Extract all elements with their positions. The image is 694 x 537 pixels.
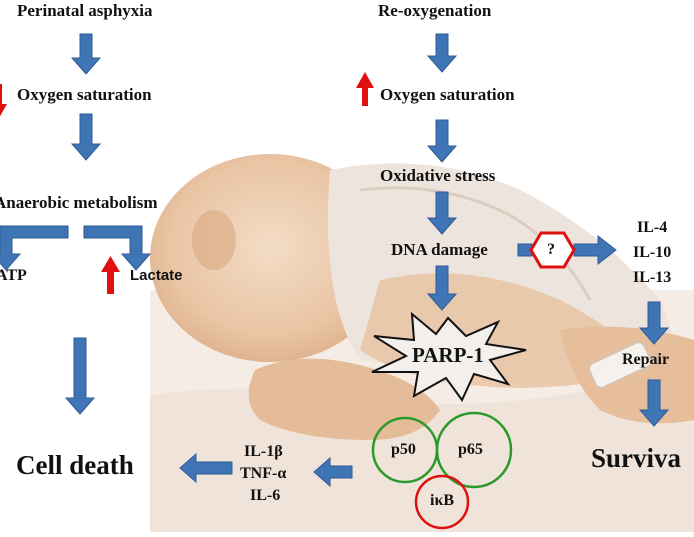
arrow-down-asphyxia xyxy=(70,33,102,75)
label-ikb: iκB xyxy=(430,492,454,509)
arrow-cytokines-to-cell-death xyxy=(179,452,233,484)
red-indicator-arrows xyxy=(0,72,374,294)
arrow-nfkb-to-cytokines xyxy=(313,456,353,488)
label-cell-death: Cell death xyxy=(16,450,134,480)
arrow-down-reoxygenation xyxy=(426,33,458,73)
label-lactate: Lactate xyxy=(130,267,183,284)
label-oxygen-saturation-left: Oxygen saturation xyxy=(17,85,152,104)
label-anaerobic-metabolism: Anaerobic metabolism xyxy=(0,193,158,212)
flow-arrows xyxy=(0,33,670,488)
label-atp: ATP xyxy=(0,267,27,284)
label-il4: IL-4 xyxy=(637,219,668,236)
arrow-down-oxidative xyxy=(426,191,458,235)
arrow-dna-to-question xyxy=(517,243,533,257)
label-p65: p65 xyxy=(458,441,483,458)
label-dna-damage: DNA damage xyxy=(391,240,488,259)
parp1-starburst xyxy=(371,311,527,402)
label-p50: p50 xyxy=(391,441,416,458)
label-reoxygenation: Re-oxygenation xyxy=(378,1,492,20)
label-perinatal-asphyxia: Perinatal asphyxia xyxy=(17,1,153,20)
arrow-down-dna xyxy=(426,265,458,311)
unknown-mediator-hexagon xyxy=(529,231,576,269)
label-question: ? xyxy=(547,241,555,258)
label-parp1: PARP-1 xyxy=(412,343,484,367)
nfkb-complex xyxy=(371,411,513,530)
arrow-split-right xyxy=(83,225,152,271)
red-up-arrow-icon xyxy=(356,72,374,106)
p65-circle xyxy=(435,411,513,489)
arrow-down-o2 xyxy=(70,113,102,161)
label-il1b: IL-1β xyxy=(244,443,283,460)
arrow-down-o2-center xyxy=(426,119,458,163)
red-up-arrow-lactate-icon xyxy=(101,256,120,294)
label-il13: IL-13 xyxy=(633,269,672,286)
arrow-down-il13 xyxy=(638,301,670,345)
label-oxygen-saturation-center: Oxygen saturation xyxy=(380,85,515,104)
arrow-down-cell-death xyxy=(64,337,96,415)
arrow-split-left xyxy=(0,225,69,271)
red-down-arrow-icon xyxy=(0,84,7,117)
label-oxidative-stress: Oxidative stress xyxy=(380,166,496,185)
label-repair: Repair xyxy=(622,351,670,368)
label-tnfa: TNF-α xyxy=(240,465,287,482)
label-survival: Surviva xyxy=(591,443,682,473)
label-il10: IL-10 xyxy=(633,244,672,261)
arrow-question-to-il xyxy=(573,234,617,266)
ikb-circle xyxy=(414,474,470,530)
arrow-down-repair xyxy=(638,379,670,427)
label-il6: IL-6 xyxy=(250,487,281,504)
